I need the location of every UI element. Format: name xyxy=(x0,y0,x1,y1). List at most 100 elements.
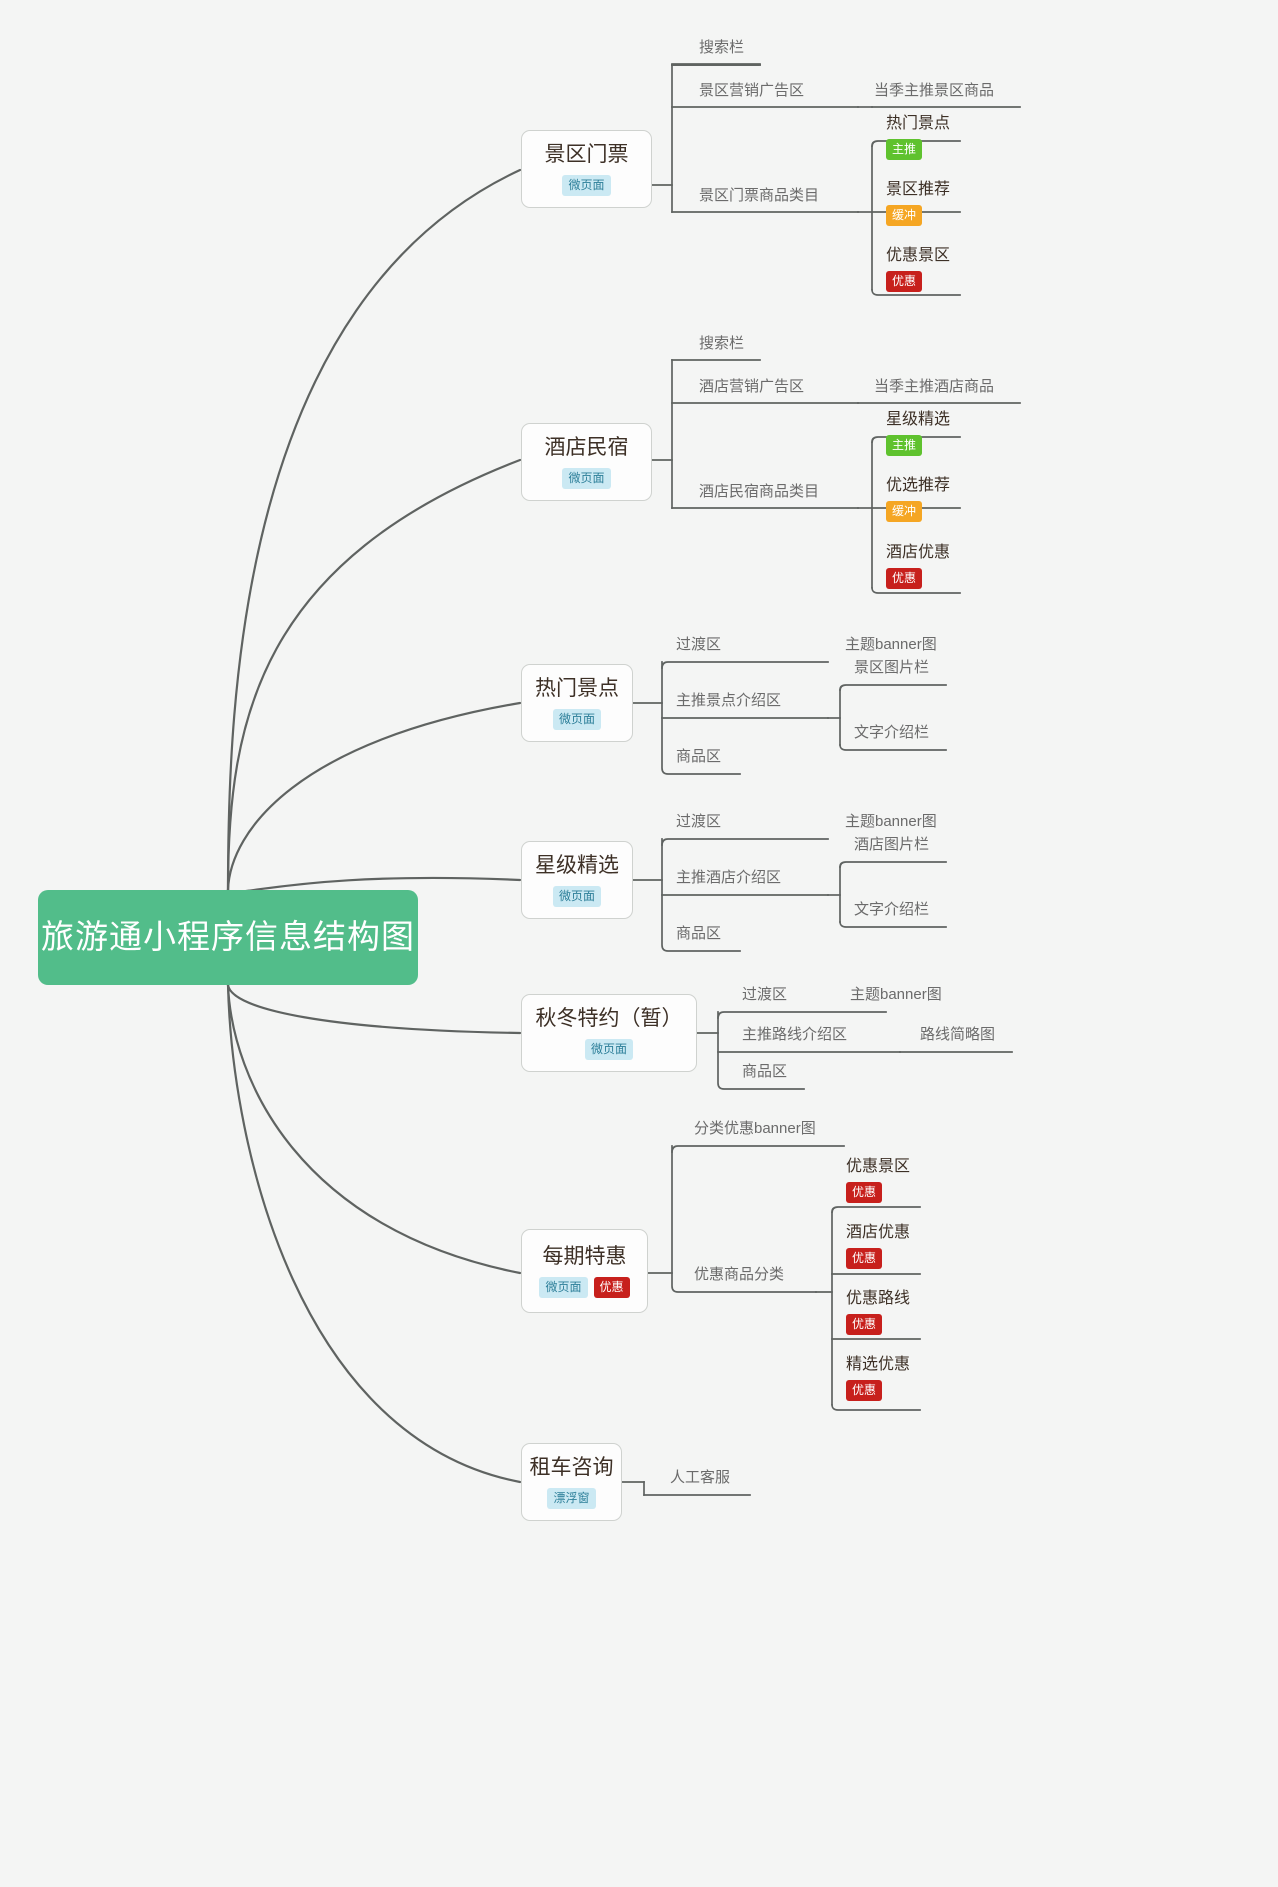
branch-title: 秋冬特约（暂） xyxy=(535,1007,683,1031)
tag-buffer: 缓冲 xyxy=(886,501,923,523)
node-star-selection-tagged[interactable]: 星级精选 主推 xyxy=(884,411,952,457)
node-transition-zone-1[interactable]: 过渡区 xyxy=(674,636,723,656)
node-theme-banner-3[interactable]: 主题banner图 xyxy=(848,986,944,1006)
node-label: 景区门票商品类目 xyxy=(699,187,820,204)
node-scenic-ticket-category[interactable]: 景区门票商品类目 xyxy=(697,187,821,207)
node-category-promo-banner[interactable]: 分类优惠banner图 xyxy=(692,1120,818,1140)
node-label: 景区推荐 xyxy=(886,181,951,198)
node-hotel-discount[interactable]: 酒店优惠 优惠 xyxy=(884,544,952,590)
node-label: 景区营销广告区 xyxy=(699,82,805,99)
branch-node-hotel-homestay[interactable]: 酒店民宿 微页面 xyxy=(521,423,652,501)
node-hotel-ad-zone[interactable]: 酒店营销广告区 xyxy=(697,378,806,398)
node-transition-zone-2[interactable]: 过渡区 xyxy=(674,813,723,833)
node-season-hotel-goods[interactable]: 当季主推酒店商品 xyxy=(872,378,996,398)
node-label: 文字介绍栏 xyxy=(854,901,930,918)
node-label: 精选优惠 xyxy=(846,1356,911,1373)
tag-row: 缓冲 xyxy=(884,501,923,523)
node-label: 主推路线介绍区 xyxy=(742,1026,848,1043)
tag-float-window: 漂浮窗 xyxy=(547,1487,596,1509)
node-transition-zone-3[interactable]: 过渡区 xyxy=(740,986,789,1006)
node-search-bar-2[interactable]: 搜索栏 xyxy=(697,335,746,355)
node-promo-hotel[interactable]: 酒店优惠 优惠 xyxy=(844,1224,912,1270)
node-hot-spots-tagged[interactable]: 热门景点 主推 xyxy=(884,115,952,161)
node-main-hotel-intro[interactable]: 主推酒店介绍区 xyxy=(674,869,783,889)
tag-micro-page: 微页面 xyxy=(552,708,601,730)
node-label: 过渡区 xyxy=(676,813,722,830)
node-label: 路线简略图 xyxy=(920,1026,996,1043)
tag-promo: 优惠 xyxy=(846,1380,883,1402)
node-route-sketch[interactable]: 路线简略图 xyxy=(918,1026,997,1046)
branch-node-car-rental[interactable]: 租车咨询 漂浮窗 xyxy=(521,1443,622,1521)
node-label: 当季主推酒店商品 xyxy=(874,378,995,395)
node-scenic-ad-zone[interactable]: 景区营销广告区 xyxy=(697,82,806,102)
tag-promo: 优惠 xyxy=(846,1248,883,1270)
node-season-scenic-goods[interactable]: 当季主推景区商品 xyxy=(872,82,996,102)
node-label: 主推景点介绍区 xyxy=(676,692,782,709)
node-goods-zone-2[interactable]: 商品区 xyxy=(674,925,723,945)
tag-micro-page: 微页面 xyxy=(584,1038,633,1060)
tag-row: 主推 xyxy=(884,435,923,457)
branch-title: 每期特惠 xyxy=(542,1245,627,1269)
branch-title: 热门景点 xyxy=(535,677,619,701)
node-theme-banner-2[interactable]: 主题banner图 xyxy=(843,813,939,833)
node-label: 主题banner图 xyxy=(845,636,937,653)
tag-promo: 优惠 xyxy=(886,271,923,293)
node-hotel-category[interactable]: 酒店民宿商品类目 xyxy=(697,483,821,503)
node-label: 过渡区 xyxy=(676,636,722,653)
branch-node-autumn-winter[interactable]: 秋冬特约（暂） 微页面 xyxy=(521,994,697,1072)
node-label: 酒店图片栏 xyxy=(854,836,930,853)
node-scenic-recommend[interactable]: 景区推荐 缓冲 xyxy=(884,181,952,227)
node-human-service[interactable]: 人工客服 xyxy=(668,1469,732,1489)
node-preferred-recommend[interactable]: 优选推荐 缓冲 xyxy=(884,477,952,523)
tag-main-push: 主推 xyxy=(886,139,923,161)
node-label: 优惠商品分类 xyxy=(694,1266,785,1283)
node-promo-featured[interactable]: 精选优惠 优惠 xyxy=(844,1356,912,1402)
branch-title: 景区门票 xyxy=(544,143,629,167)
tag-promo: 优惠 xyxy=(846,1182,883,1204)
node-theme-banner-1[interactable]: 主题banner图 xyxy=(843,636,939,656)
branch-node-star-selection[interactable]: 星级精选 微页面 xyxy=(521,841,633,919)
node-text-intro-bar-1[interactable]: 文字介绍栏 xyxy=(852,724,931,744)
node-main-spot-intro[interactable]: 主推景点介绍区 xyxy=(674,692,783,712)
node-promo-goods-category[interactable]: 优惠商品分类 xyxy=(692,1266,786,1286)
node-promo-scenic[interactable]: 优惠景区 优惠 xyxy=(844,1158,912,1204)
root-node[interactable]: 旅游通小程序信息结构图 xyxy=(38,890,418,985)
node-scenic-image-bar[interactable]: 景区图片栏 xyxy=(852,659,931,679)
node-text-intro-bar-2[interactable]: 文字介绍栏 xyxy=(852,901,931,921)
tag-row: 优惠 xyxy=(844,1380,883,1402)
node-label: 主推酒店介绍区 xyxy=(676,869,782,886)
tag-row: 优惠 xyxy=(884,271,923,293)
tag-main-push: 主推 xyxy=(886,435,923,457)
branch-title: 酒店民宿 xyxy=(544,436,629,460)
tag-row: 主推 xyxy=(884,139,923,161)
tag-micro-page: 微页面 xyxy=(562,174,611,196)
branch-node-hot-spots[interactable]: 热门景点 微页面 xyxy=(521,664,633,742)
branch-node-periodic-promo[interactable]: 每期特惠 微页面 优惠 xyxy=(521,1229,648,1313)
node-label: 星级精选 xyxy=(886,411,951,428)
tag-row: 微页面 xyxy=(562,467,611,489)
branch-title: 租车咨询 xyxy=(529,1456,614,1480)
tag-micro-page: 微页面 xyxy=(539,1276,588,1298)
node-promo-route[interactable]: 优惠路线 优惠 xyxy=(844,1290,912,1336)
node-label: 当季主推景区商品 xyxy=(874,82,995,99)
node-label: 过渡区 xyxy=(742,986,788,1003)
branch-node-scenic-tickets[interactable]: 景区门票 微页面 xyxy=(521,130,652,208)
node-label: 主题banner图 xyxy=(850,986,942,1003)
node-label: 热门景点 xyxy=(886,115,951,132)
tag-row: 微页面 xyxy=(584,1038,633,1060)
tag-micro-page: 微页面 xyxy=(552,885,601,907)
node-discount-scenic[interactable]: 优惠景区 优惠 xyxy=(884,247,952,293)
node-label: 优选推荐 xyxy=(886,477,951,494)
node-hotel-image-bar[interactable]: 酒店图片栏 xyxy=(852,836,931,856)
node-goods-zone-1[interactable]: 商品区 xyxy=(674,748,723,768)
node-label: 人工客服 xyxy=(670,1469,731,1486)
node-goods-zone-3[interactable]: 商品区 xyxy=(740,1063,789,1083)
node-label: 酒店民宿商品类目 xyxy=(699,483,820,500)
node-label: 商品区 xyxy=(742,1063,788,1080)
node-label: 主题banner图 xyxy=(845,813,937,830)
root-title: 旅游通小程序信息结构图 xyxy=(41,918,415,956)
node-search-bar-1[interactable]: 搜索栏 xyxy=(697,39,746,59)
node-label: 商品区 xyxy=(676,925,722,942)
node-main-route-intro[interactable]: 主推路线介绍区 xyxy=(740,1026,849,1046)
